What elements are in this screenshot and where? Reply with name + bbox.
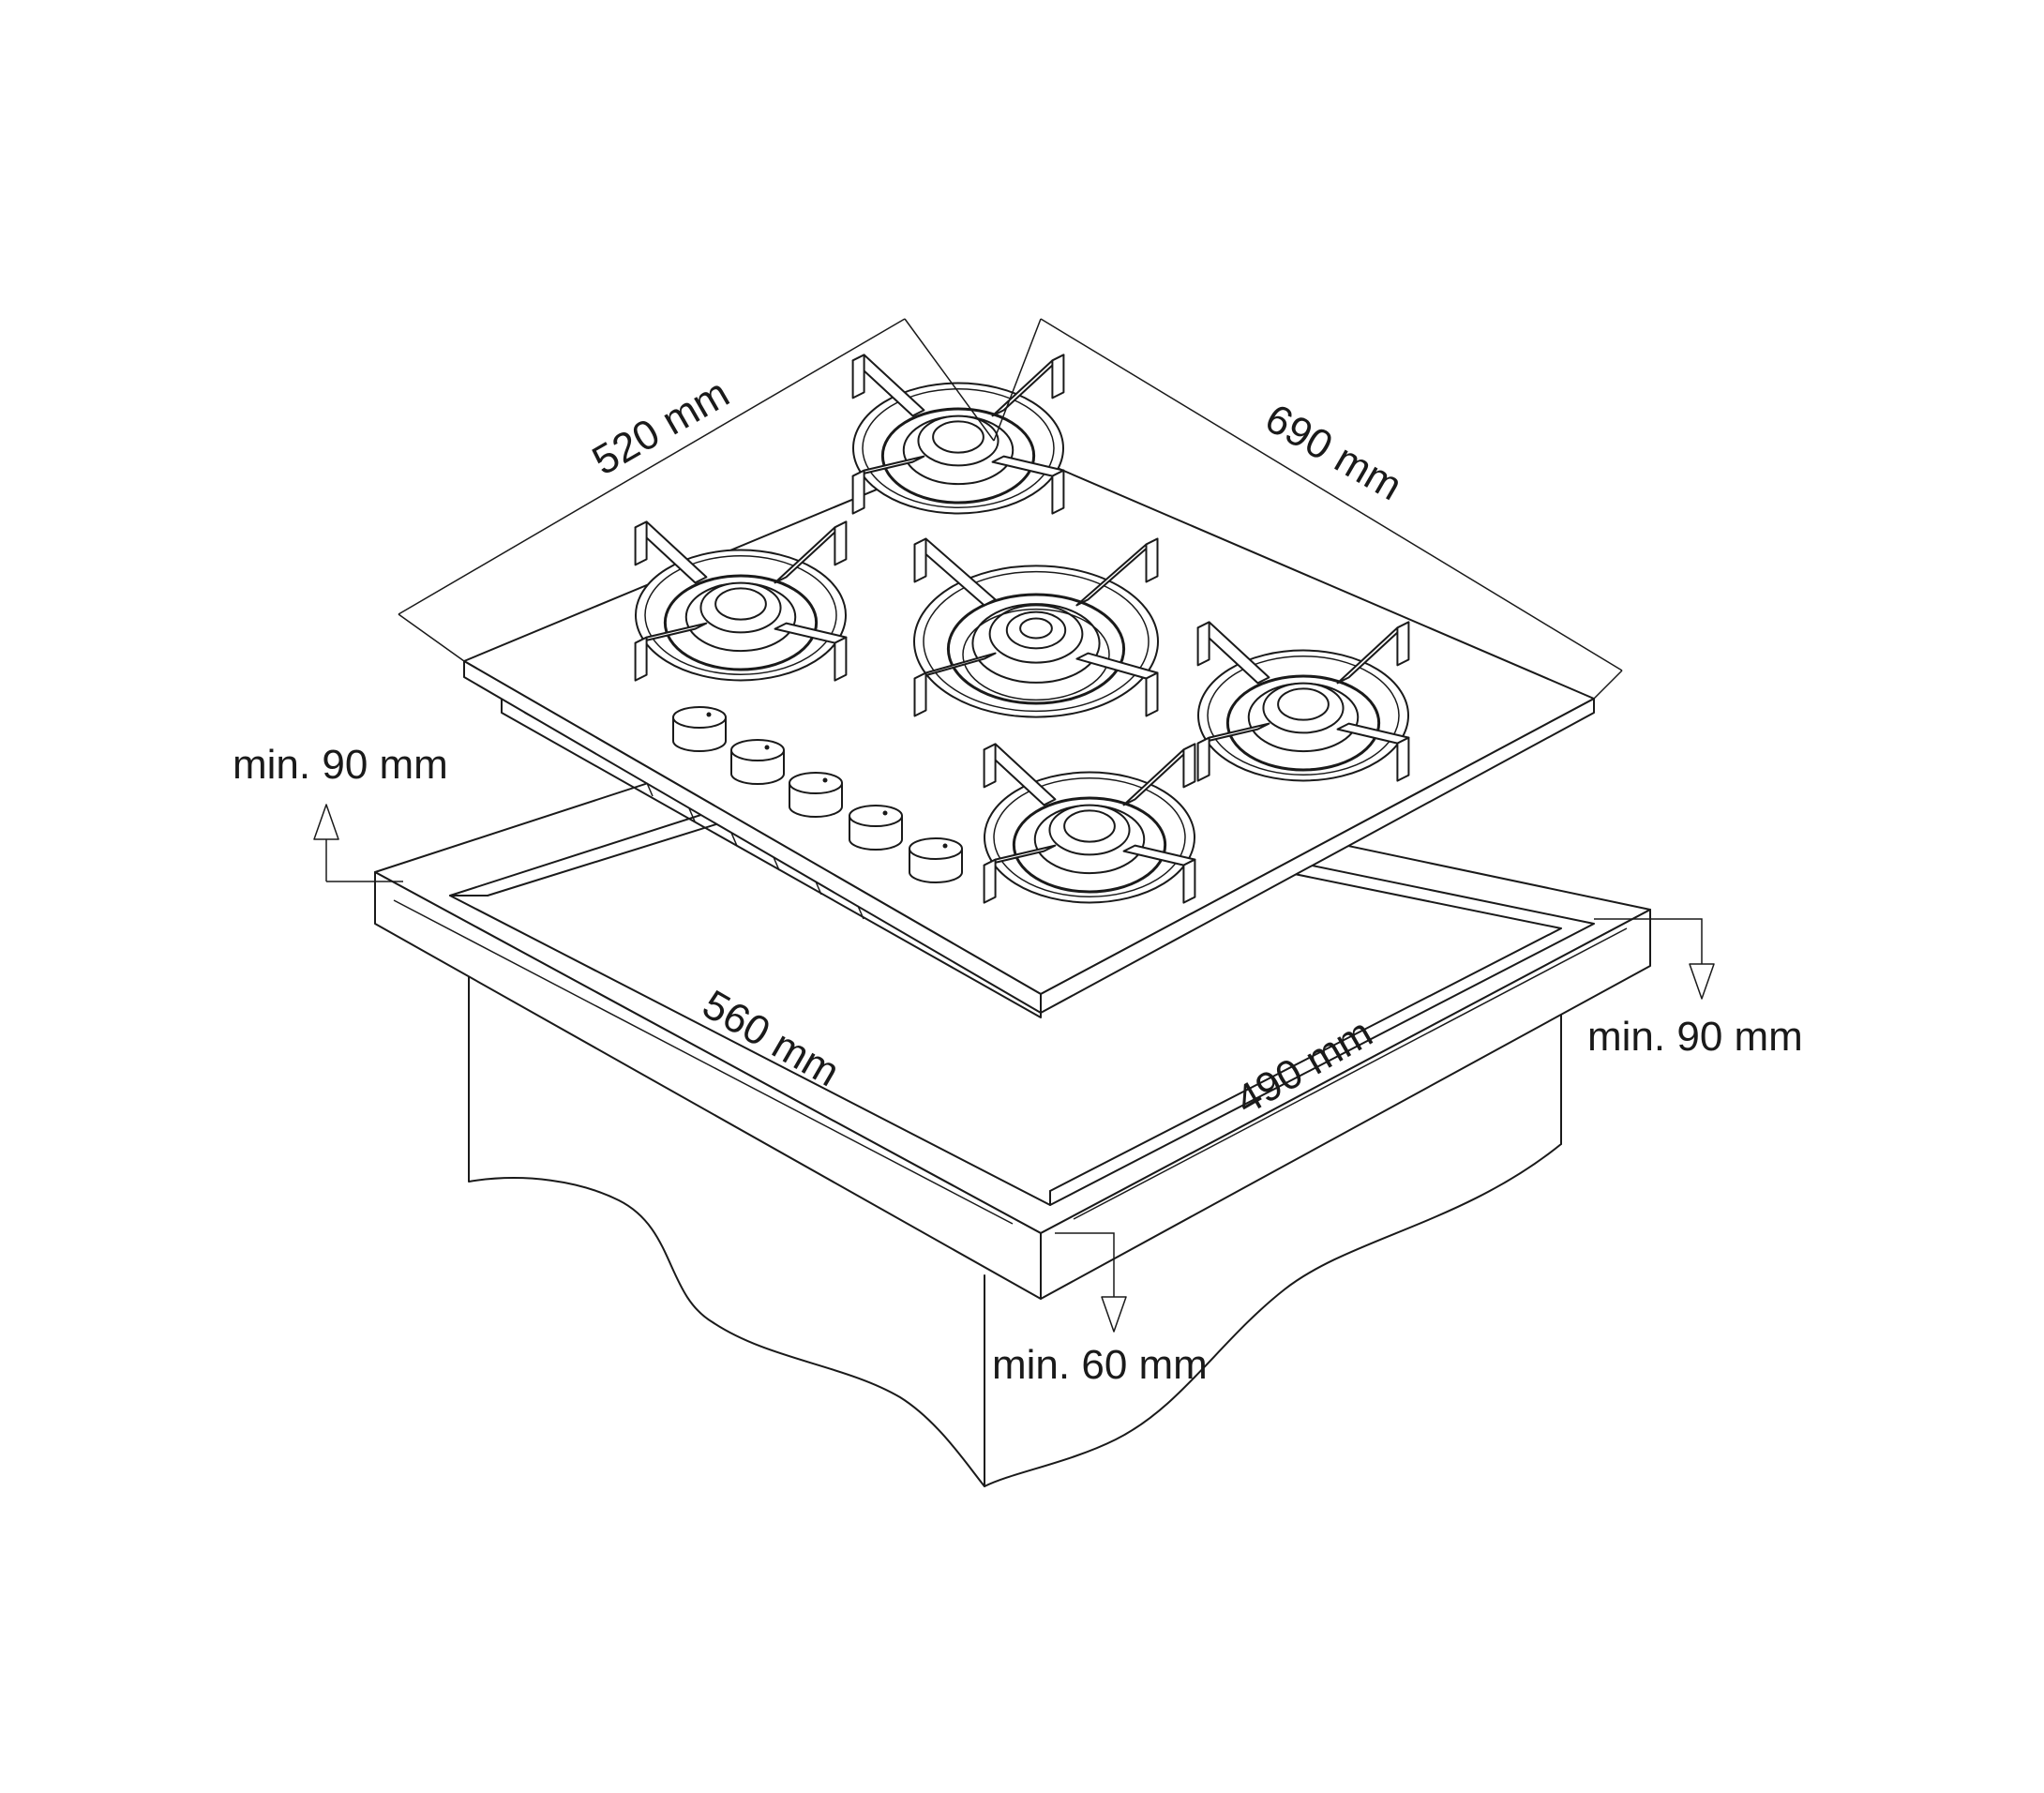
knob xyxy=(849,805,903,851)
dimension-label-690: 690 mm xyxy=(1257,395,1409,509)
dimension-lines xyxy=(393,318,1628,1225)
arrow-down-icon xyxy=(1594,918,1715,1000)
burners xyxy=(634,354,1410,904)
knob xyxy=(730,739,785,785)
burner-front xyxy=(983,743,1196,904)
knob xyxy=(909,837,963,883)
control-notches xyxy=(646,782,864,920)
cabinet xyxy=(468,974,1562,1487)
knob xyxy=(672,706,727,752)
clearance-label-right: min. 90 mm xyxy=(1587,1014,1803,1060)
clearance-arrows xyxy=(313,804,1715,1333)
burner-left xyxy=(634,520,848,682)
arrow-down-icon xyxy=(1055,1232,1127,1333)
knob xyxy=(789,772,843,818)
burner-rear xyxy=(851,354,1065,515)
control-knobs xyxy=(672,706,963,883)
clearance-label-left: min. 90 mm xyxy=(233,742,448,788)
arrow-up-icon xyxy=(313,804,403,882)
dimension-label-520: 520 mm xyxy=(585,369,737,484)
clearance-label-front: min. 60 mm xyxy=(992,1342,1208,1388)
burner-right xyxy=(1196,621,1410,782)
burner-wok xyxy=(913,537,1159,718)
